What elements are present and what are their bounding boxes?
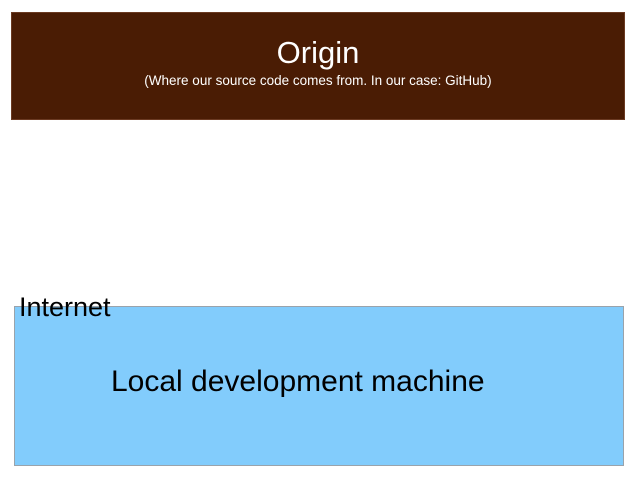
local-development-machine-label: Local development machine (111, 365, 485, 398)
internet-label: Internet (19, 292, 111, 322)
origin-box: Origin (Where our source code comes from… (11, 12, 625, 120)
local-development-machine-box: Local development machine (14, 306, 624, 466)
origin-title: Origin (276, 35, 360, 70)
origin-subtitle: (Where our source code comes from. In ou… (144, 73, 492, 88)
